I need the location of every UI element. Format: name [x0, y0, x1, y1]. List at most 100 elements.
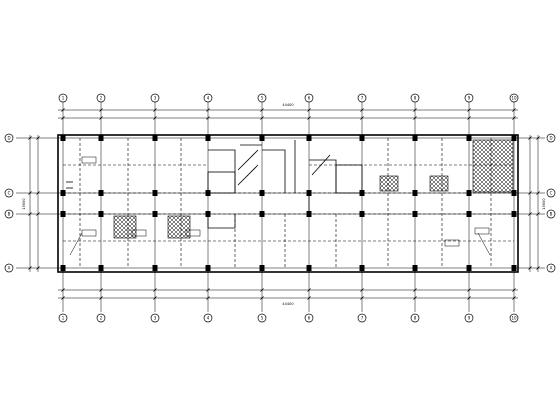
axis-grid-vertical	[62, 100, 515, 312]
dim-tick	[61, 116, 65, 120]
column	[205, 211, 211, 217]
column	[466, 190, 472, 196]
dim-overall-bottom: 44400	[282, 302, 293, 306]
dim-tick	[28, 266, 32, 270]
dim-tick	[153, 116, 157, 120]
axis-label-left-c: C	[8, 191, 11, 196]
column	[152, 190, 158, 196]
room-tags	[66, 156, 491, 256]
column	[359, 211, 365, 217]
column	[306, 135, 312, 141]
stair-core	[207, 140, 363, 229]
column	[98, 265, 104, 271]
axis-label-right-a: A	[550, 266, 553, 271]
dim-tick	[36, 136, 40, 140]
interior-beams	[63, 138, 514, 268]
column	[259, 265, 265, 271]
column	[98, 211, 104, 217]
dim-tick	[413, 296, 417, 300]
column	[98, 190, 104, 196]
column	[60, 190, 66, 196]
dim-tick	[536, 212, 540, 216]
dim-tick	[307, 108, 311, 112]
axis-grid-horizontal	[16, 137, 545, 269]
column	[98, 135, 104, 141]
axis-label-right-c: C	[550, 191, 553, 196]
axis-label-10: 10	[511, 96, 517, 101]
dim-tick	[307, 296, 311, 300]
dim-tick	[360, 108, 364, 112]
column	[466, 265, 472, 271]
column	[412, 265, 418, 271]
dim-tick	[528, 136, 532, 140]
dim-tick	[260, 116, 264, 120]
axis-label-8: 8	[414, 96, 417, 101]
column	[259, 135, 265, 141]
dim-tick	[99, 296, 103, 300]
column	[412, 211, 418, 217]
dim-tick	[536, 191, 540, 195]
dim-tick	[61, 108, 65, 112]
column	[259, 211, 265, 217]
column	[306, 265, 312, 271]
axis-label-6-bottom: 6	[308, 316, 311, 321]
dim-tick	[413, 288, 417, 292]
axis-label-9: 9	[468, 96, 471, 101]
column	[60, 211, 66, 217]
dim-tick	[360, 116, 364, 120]
dim-tick	[153, 296, 157, 300]
column	[60, 135, 66, 141]
dim-tick	[467, 108, 471, 112]
column	[466, 135, 472, 141]
dim-tick	[36, 212, 40, 216]
column	[205, 135, 211, 141]
column	[205, 265, 211, 271]
column	[205, 190, 211, 196]
dim-tick	[36, 266, 40, 270]
column	[359, 265, 365, 271]
axis-label-1-bottom: 1	[62, 316, 65, 321]
column	[152, 135, 158, 141]
dim-tick	[260, 296, 264, 300]
dim-tick	[512, 116, 516, 120]
hatched-shaft-5	[167, 215, 191, 239]
column	[412, 190, 418, 196]
axis-label-4: 4	[207, 96, 210, 101]
dim-tick	[99, 108, 103, 112]
dim-tick	[536, 266, 540, 270]
axis-bubbles-right: D C B A	[546, 133, 556, 273]
dim-tick	[512, 288, 516, 292]
hatched-openings	[113, 139, 514, 239]
axis-label-2-bottom: 2	[100, 316, 103, 321]
axis-label-1: 1	[62, 96, 65, 101]
column	[511, 135, 517, 141]
outer-wall	[57, 134, 519, 273]
column	[152, 265, 158, 271]
axis-label-3-bottom: 3	[154, 316, 157, 321]
dim-tick	[153, 108, 157, 112]
dim-tick	[413, 116, 417, 120]
axis-bubbles-bottom: 1 2 3 4 5 6 7 8 9 10	[58, 313, 519, 323]
dim-tick	[153, 288, 157, 292]
dim-tick	[206, 108, 210, 112]
dim-tick	[36, 191, 40, 195]
dim-tick	[28, 191, 32, 195]
dim-tick	[528, 212, 532, 216]
structural-columns	[60, 135, 517, 271]
axis-label-7-bottom: 7	[361, 316, 364, 321]
column	[511, 211, 517, 217]
hatched-shaft-2	[379, 175, 399, 192]
dim-tick	[206, 116, 210, 120]
dim-tick	[528, 191, 532, 195]
axis-label-left-d: D	[7, 136, 10, 141]
column	[152, 211, 158, 217]
axis-label-2: 2	[100, 96, 103, 101]
dim-tick	[360, 288, 364, 292]
axis-label-4-bottom: 4	[207, 316, 210, 321]
dim-tick	[512, 108, 516, 112]
dim-tick	[28, 136, 32, 140]
dim-tick	[360, 296, 364, 300]
column	[306, 211, 312, 217]
dim-left-total: 15600	[22, 198, 26, 209]
